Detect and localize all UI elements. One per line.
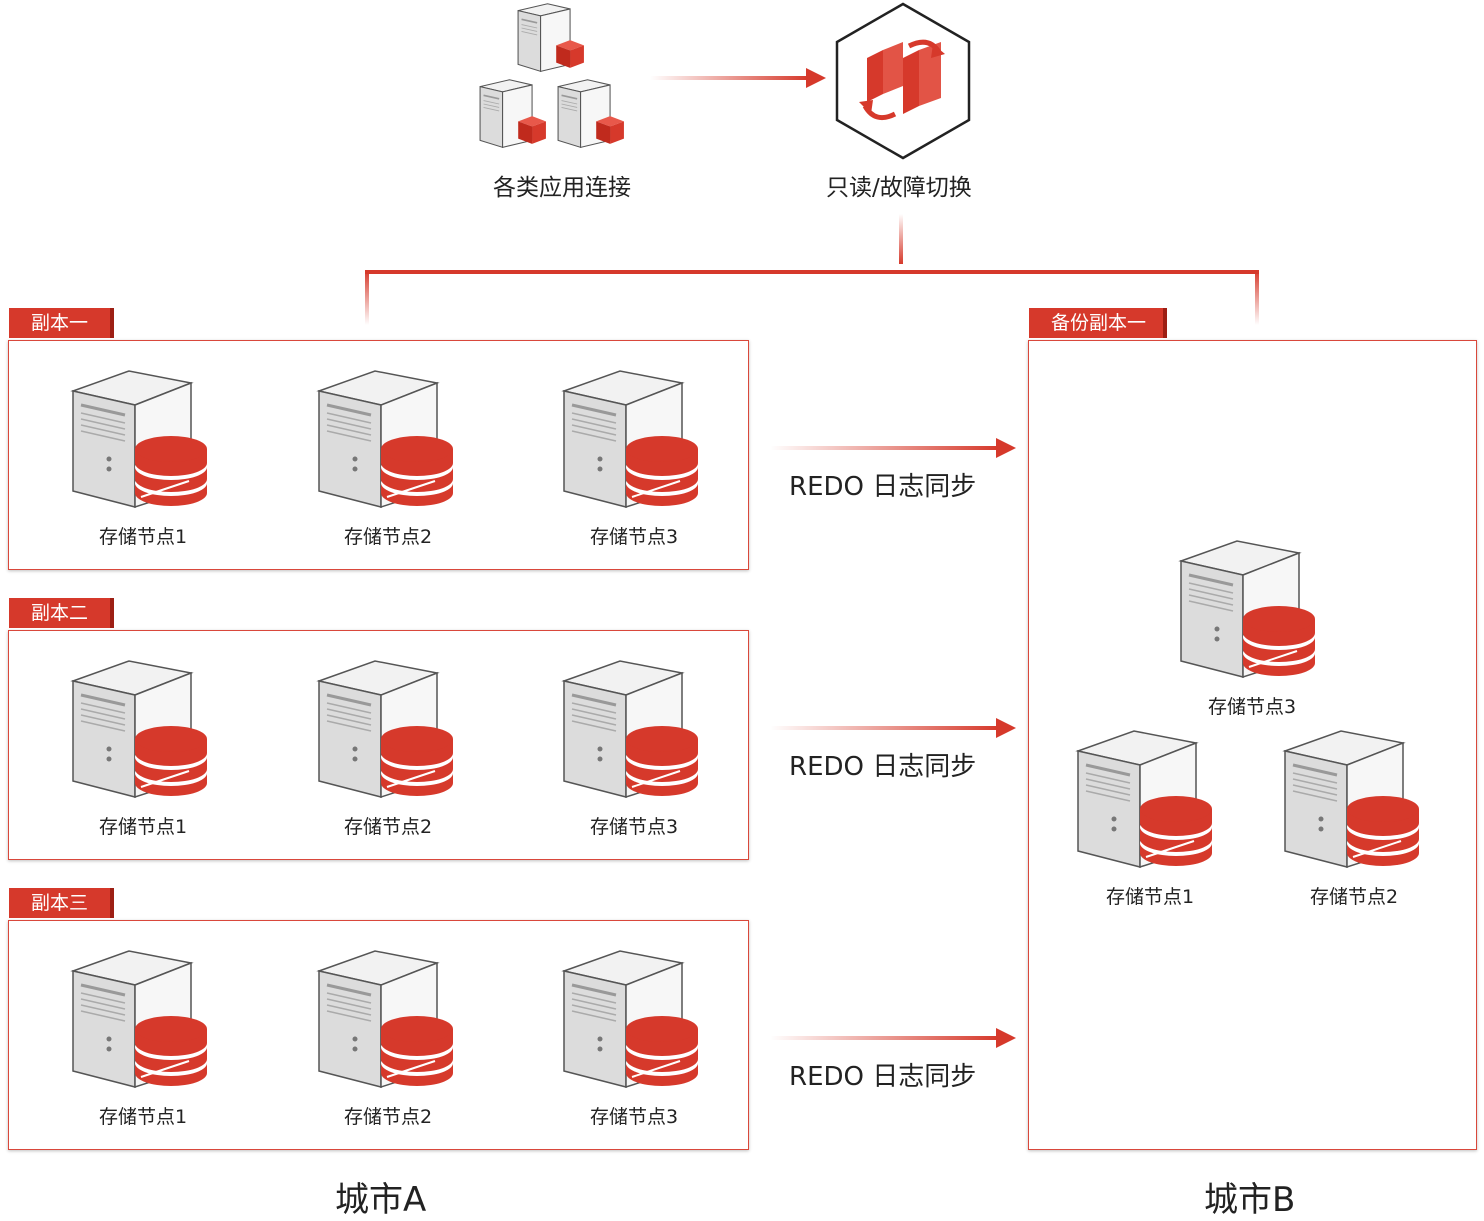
node-label: 存储节点3 bbox=[589, 526, 679, 548]
connector-horizontal bbox=[365, 270, 1259, 274]
backup-node-3: 存储节点3 bbox=[1177, 539, 1377, 729]
node-label: 存储节点1 bbox=[1105, 886, 1195, 908]
node-label: 存储节点1 bbox=[98, 1106, 188, 1128]
failover-switch-icon bbox=[833, 2, 973, 162]
replica-2-box: 存储节点1 存储节点2 存储节点3 bbox=[8, 630, 749, 860]
node-label: 存储节点2 bbox=[343, 526, 433, 548]
node-label: 存储节点3 bbox=[589, 1106, 679, 1128]
app-connections-icon bbox=[478, 2, 638, 162]
replica-1-node-3: 存储节点3 bbox=[560, 369, 760, 559]
replica-2-node-2: 存储节点2 bbox=[315, 659, 515, 849]
node-label: 存储节点3 bbox=[1207, 696, 1297, 718]
node-label: 存储节点1 bbox=[98, 526, 188, 548]
replica-3-box: 存储节点1 存储节点2 存储节点3 bbox=[8, 920, 749, 1150]
node-label: 存储节点1 bbox=[98, 816, 188, 838]
server-database-icon bbox=[315, 949, 465, 1089]
redo-sync-arrow-3 bbox=[770, 1028, 1016, 1048]
replica-1-tag: 副本一 bbox=[9, 308, 114, 338]
server-database-icon bbox=[560, 369, 710, 509]
server-database-icon bbox=[560, 949, 710, 1089]
replica-2-node-1: 存储节点1 bbox=[69, 659, 269, 849]
replica-3-node-3: 存储节点3 bbox=[560, 949, 760, 1139]
app-connections-label: 各类应用连接 bbox=[493, 175, 631, 201]
server-database-icon bbox=[1074, 729, 1224, 869]
redo-sync-label-2: REDO 日志同步 bbox=[789, 752, 977, 782]
connector-to-backup bbox=[1255, 270, 1259, 325]
node-label: 存储节点3 bbox=[589, 816, 679, 838]
connector-to-replica-1 bbox=[365, 270, 369, 325]
server-database-icon bbox=[69, 659, 219, 799]
replica-2-node-3: 存储节点3 bbox=[560, 659, 760, 849]
server-database-icon bbox=[315, 369, 465, 509]
backup-node-1: 存储节点1 bbox=[1074, 729, 1274, 919]
city-b-label: 城市B bbox=[1204, 1180, 1296, 1220]
replica-3-node-1: 存储节点1 bbox=[69, 949, 269, 1139]
backup-replica-box: 存储节点3 存储节点1 存储节点2 bbox=[1028, 340, 1477, 1150]
server-database-icon bbox=[1281, 729, 1431, 869]
app-to-switch-arrow bbox=[650, 68, 826, 88]
node-label: 存储节点2 bbox=[343, 816, 433, 838]
server-database-icon bbox=[560, 659, 710, 799]
connector-switch-stem bbox=[899, 214, 903, 264]
server-database-icon bbox=[315, 659, 465, 799]
replica-3-node-2: 存储节点2 bbox=[315, 949, 515, 1139]
server-database-icon bbox=[1177, 539, 1327, 679]
replica-1-node-2: 存储节点2 bbox=[315, 369, 515, 559]
server-database-icon bbox=[69, 949, 219, 1089]
replica-1-box: 存储节点1 存储节点2 存储节点3 bbox=[8, 340, 749, 570]
replica-1-node-1: 存储节点1 bbox=[69, 369, 269, 559]
node-label: 存储节点2 bbox=[1309, 886, 1399, 908]
city-a-label: 城市A bbox=[335, 1180, 427, 1220]
server-database-icon bbox=[69, 369, 219, 509]
redo-sync-label-1: REDO 日志同步 bbox=[789, 472, 977, 502]
redo-sync-arrow-1 bbox=[770, 438, 1016, 458]
backup-replica-tag: 备份副本一 bbox=[1029, 308, 1167, 338]
redo-sync-arrow-2 bbox=[770, 718, 1016, 738]
replica-2-tag: 副本二 bbox=[9, 598, 114, 628]
replica-3-tag: 副本三 bbox=[9, 888, 114, 918]
redo-sync-label-3: REDO 日志同步 bbox=[789, 1062, 977, 1092]
backup-node-2: 存储节点2 bbox=[1281, 729, 1481, 919]
failover-switch-label: 只读/故障切换 bbox=[826, 175, 972, 201]
node-label: 存储节点2 bbox=[343, 1106, 433, 1128]
